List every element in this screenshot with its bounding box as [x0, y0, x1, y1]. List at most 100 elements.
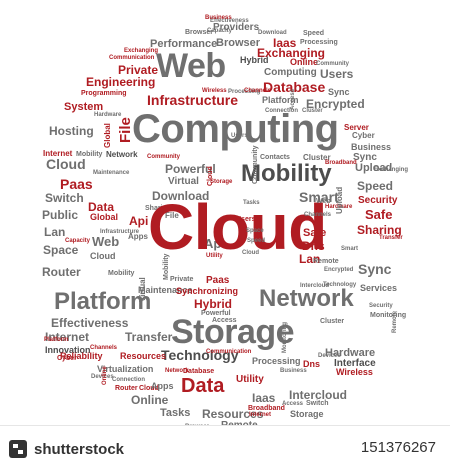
cloud-word: Mobility [108, 270, 135, 277]
cloud-word: Exchanging [374, 167, 409, 173]
cloud-word: Maintenance [93, 170, 130, 176]
cloud-word: Connection [265, 108, 298, 114]
cloud-word: Hardware [94, 112, 122, 118]
cloud-word: Download [258, 30, 287, 36]
cloud-word: Global [90, 212, 119, 222]
cloud-word: Encrypted [324, 267, 354, 273]
cloud-word: Browser [216, 37, 261, 49]
cloud-word: Maintenance [138, 285, 193, 295]
cloud-word: Space [246, 228, 264, 234]
cloud-word: Engineering [86, 75, 156, 89]
cloud-word: Upload [355, 162, 393, 174]
cloud-word: Mobility [76, 151, 103, 158]
cloud-word: Programming [81, 90, 127, 97]
cloud-word: Paas [206, 275, 230, 286]
cloud-word: Community [252, 145, 259, 185]
cloud-word: Wireless [202, 88, 227, 94]
cloud-word: Access [290, 88, 296, 110]
cloud-word: Global [103, 123, 112, 148]
cloud-word: Encrypted [306, 97, 365, 111]
cloud-word: Router [115, 385, 138, 392]
cloud-word: Dns [302, 239, 325, 253]
cloud-word: Space [43, 243, 79, 257]
cloud-word: Reliability [60, 351, 103, 361]
cloud-word: Effectiveness [210, 18, 249, 24]
cloud-word: Upload [335, 186, 344, 214]
cloud-word: Platform [262, 95, 299, 105]
cloud-word: Services [360, 283, 398, 293]
cloud-word: Browser [185, 29, 214, 36]
cloud-word: Communication [109, 55, 155, 61]
cloud-word: Mobility [241, 160, 332, 187]
cloud-word: Security [358, 195, 398, 206]
cloud-word: Synchronizing [176, 286, 239, 296]
cloud-word: Apps [151, 381, 174, 391]
cloud-word: Access [212, 317, 237, 324]
cloud-word: Paas [60, 176, 93, 192]
cloud-word: Speed [303, 30, 325, 37]
cloud-word: Sharing [357, 223, 402, 237]
cloud-word: Business [351, 142, 392, 152]
cloud-word: Download [152, 189, 210, 203]
cloud-word: Cloud [207, 166, 214, 186]
cloud-word: Capacity [207, 28, 233, 34]
cloud-word: Private [118, 63, 159, 77]
cloud-word: Cloud [90, 251, 116, 261]
cloud-word: Access [282, 401, 304, 407]
cloud-word: Capacity [65, 238, 91, 244]
cloud-word: Hybrid [194, 297, 233, 311]
cloud-word: Processing [300, 39, 338, 46]
cloud-word: Community [147, 154, 180, 160]
cloud-word: Lan [44, 225, 66, 239]
cloud-word: Transfer [379, 235, 403, 241]
cloud-word: Web [156, 47, 226, 85]
cloud-word: Interface [334, 358, 376, 369]
cloud-word: System [64, 101, 104, 113]
stock-name: shutterstock [34, 440, 125, 458]
cloud-word: Sharing [145, 205, 172, 212]
cloud-word: Virtual [138, 277, 147, 302]
cloud-word: Virtual [168, 176, 199, 187]
cloud-word: Processing [252, 356, 301, 366]
cloud-word: Hybrid [240, 55, 269, 65]
cloud-word: Api [204, 236, 225, 251]
cloud-word: Api [129, 214, 149, 228]
cloud-word: Infrastructure [147, 92, 239, 108]
cloud-word: Router [42, 265, 81, 279]
cloud-word: Users [320, 67, 354, 81]
cloud-word: File [117, 117, 134, 143]
cloud-word: Cloud [242, 250, 259, 256]
cloud-word: Web [316, 198, 331, 205]
cloud-word: Monitoring [370, 312, 407, 319]
cloud-word: Storage [171, 313, 295, 351]
cloud-word: Innovation [45, 345, 91, 355]
cloud-word: Powerful [201, 310, 231, 317]
cloud-word: Users [231, 133, 248, 139]
cloud-word: Sync [358, 261, 392, 277]
cloud-word: Hosting [49, 124, 94, 138]
cloud-word: Security [369, 303, 393, 309]
cloud-word: Cluster [303, 153, 331, 162]
cloud-word: Switch [45, 191, 84, 205]
cloud-word: Network [165, 368, 189, 374]
cloud-word: Switch [306, 400, 329, 407]
cloud-word: Cloud [46, 156, 86, 172]
cloud-word: Cyber [352, 131, 375, 140]
cloud-word: Online [290, 57, 319, 67]
cloud-word: Safe [365, 207, 393, 222]
cloud-word: Internet [249, 412, 272, 418]
cloud-word: Users [236, 216, 256, 223]
cloud-word: Speed [357, 179, 394, 193]
cloud-word: Technology [323, 282, 357, 288]
cloud-word: Sync [328, 87, 350, 97]
cloud-word: Intercloud [289, 388, 348, 402]
cloud-word: Resources [120, 351, 167, 361]
cloud-word: Exchanging [257, 46, 326, 60]
cloud-word: Broadband [248, 405, 285, 412]
cloud-word: Database [183, 368, 215, 375]
cloud-word: Lan [299, 252, 321, 266]
cloud-word: Powerful [165, 162, 216, 176]
cloud-word: Server [344, 123, 369, 132]
cloud-word: Community [316, 61, 349, 67]
